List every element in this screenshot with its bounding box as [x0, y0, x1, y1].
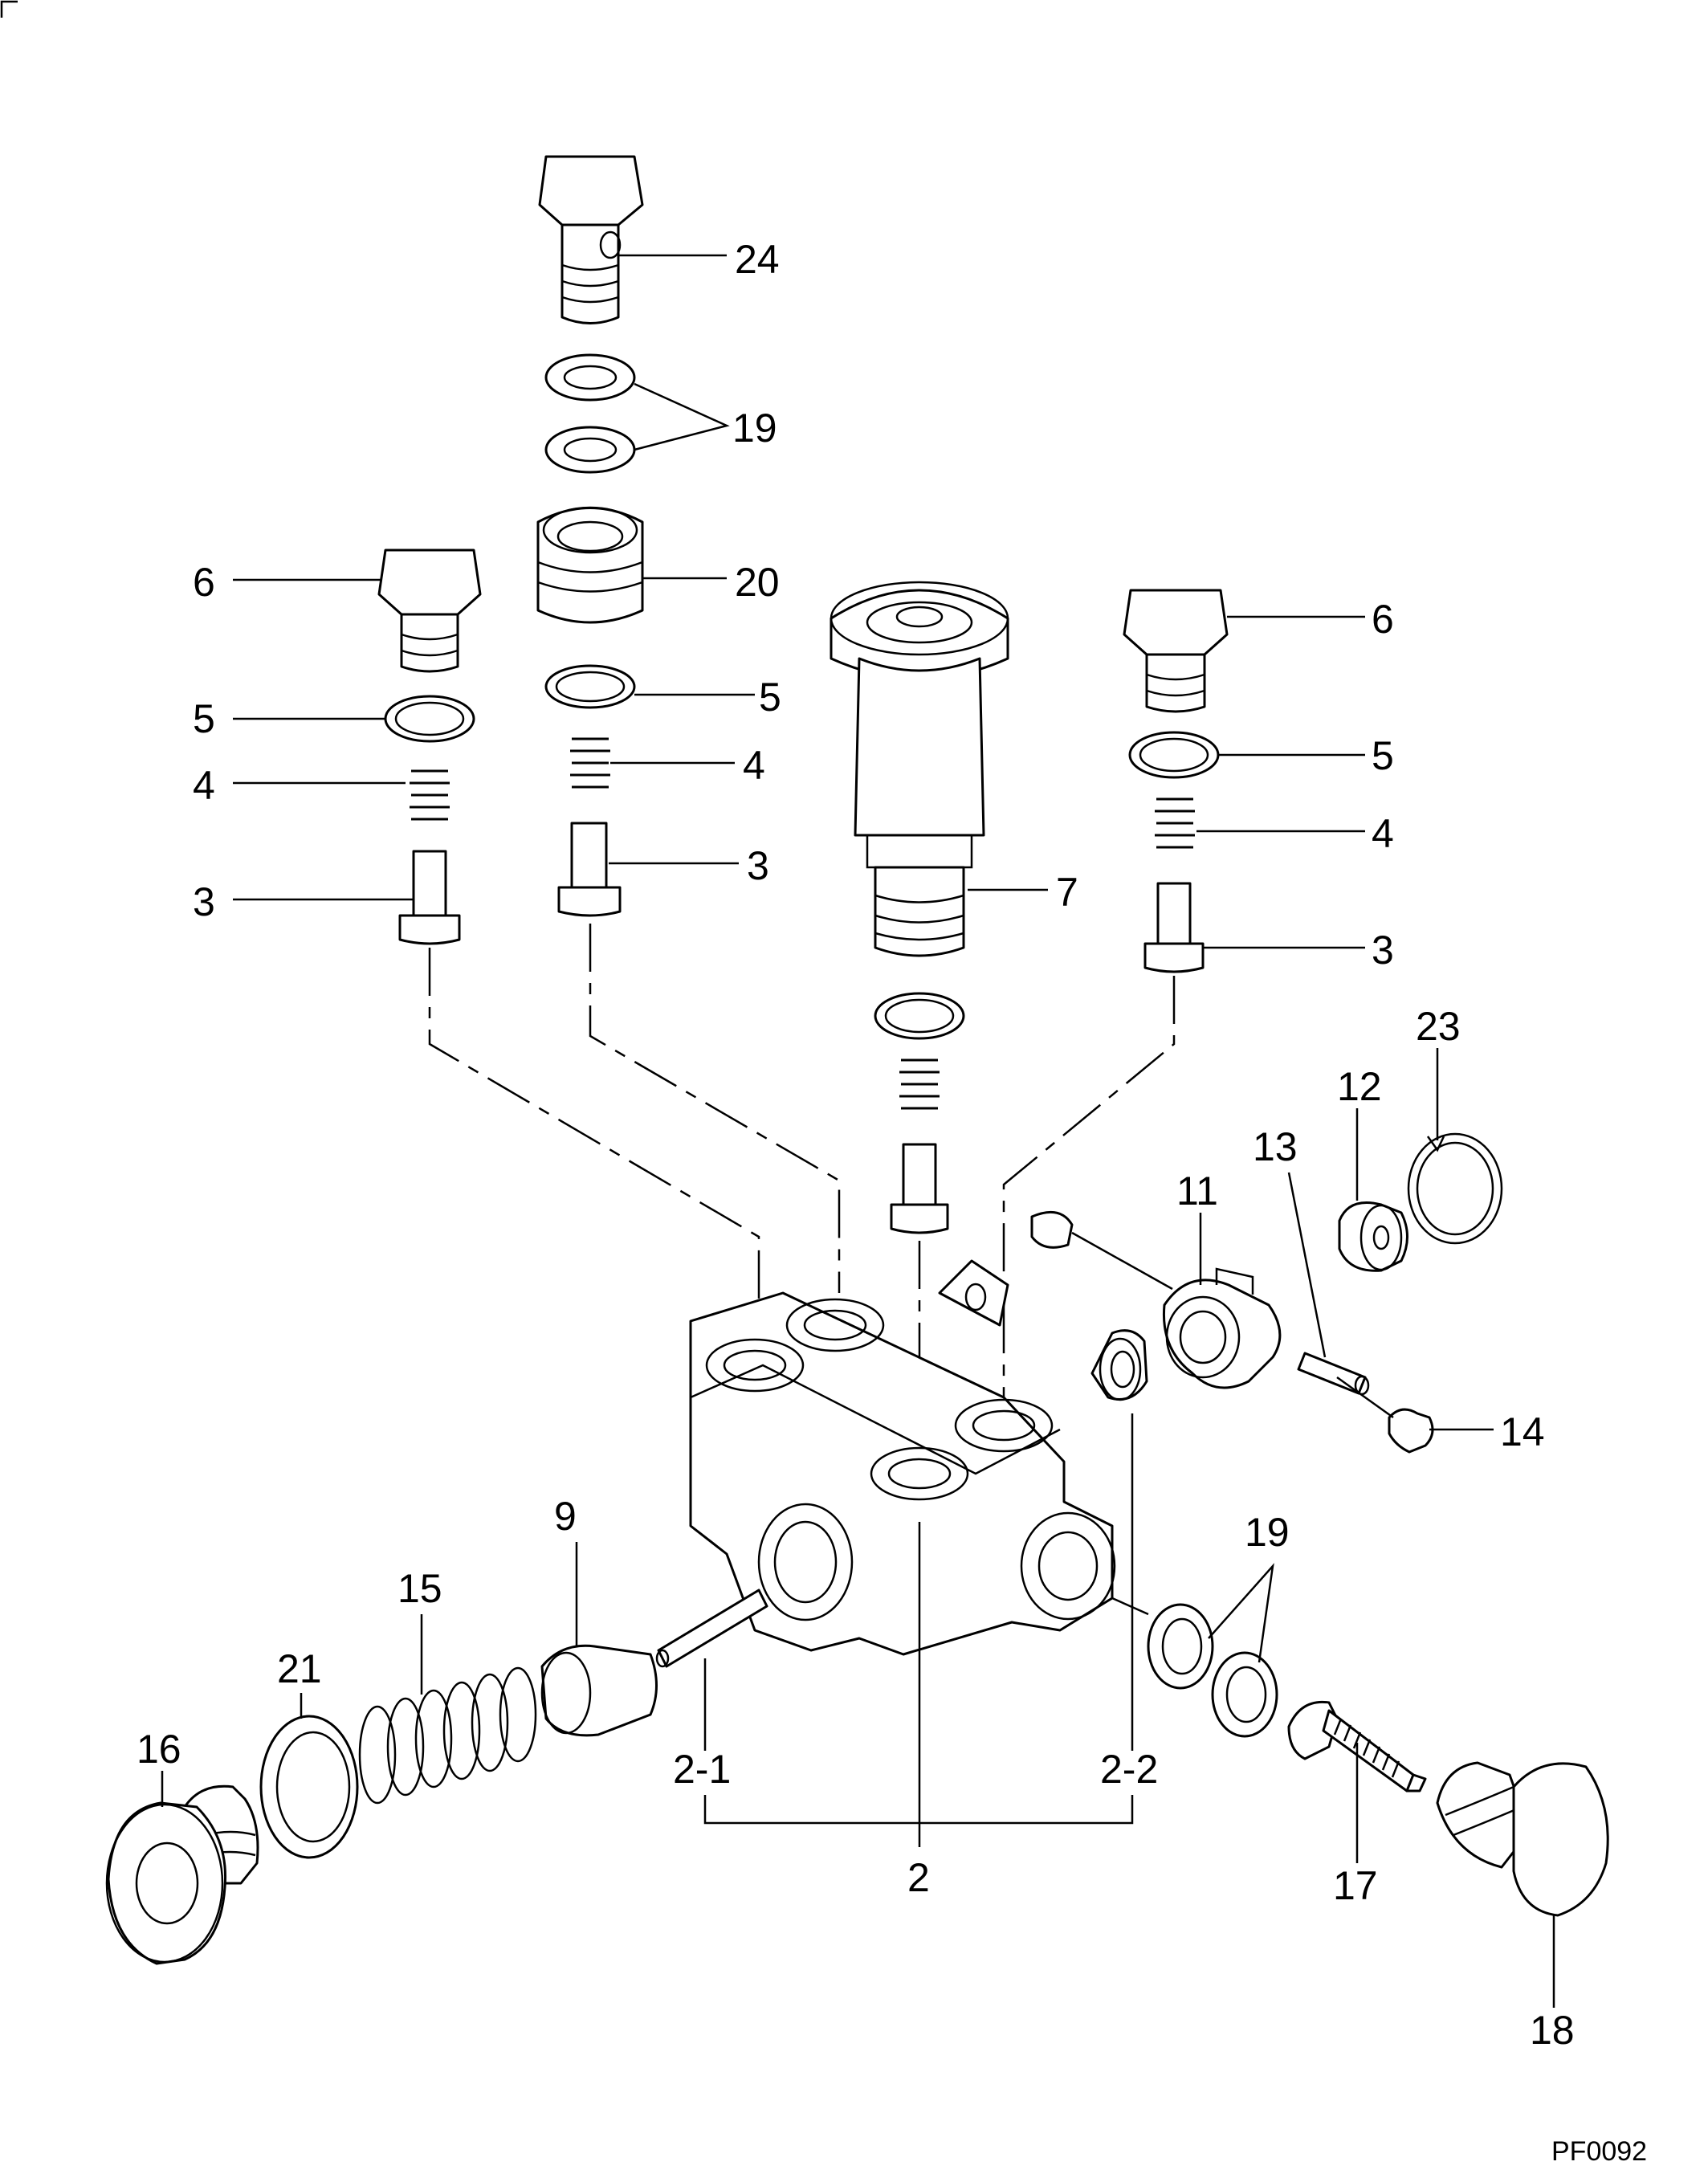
part-3-valve-right[interactable]: [1143, 882, 1205, 973]
assembly-line-mid: [589, 924, 841, 1293]
part-24-banjo-bolt[interactable]: [538, 155, 644, 324]
part-5-gasket-left-inner: [394, 701, 465, 736]
pump-spring: [899, 1058, 940, 1110]
part-4-spring-right[interactable]: [1155, 797, 1195, 849]
callout-2-1[interactable]: 2-1: [673, 1747, 731, 1792]
part-15-spring[interactable]: [358, 1666, 537, 1805]
part-13-pin[interactable]: [1297, 1352, 1370, 1396]
part-21-washer[interactable]: [259, 1715, 359, 1859]
part-2-pump-housing[interactable]: [689, 1259, 1116, 1656]
callout-20[interactable]: 20: [735, 560, 780, 605]
part-18-plug[interactable]: [1436, 1761, 1609, 1917]
callout-5-left[interactable]: 5: [193, 696, 215, 741]
part-7-priming-pump[interactable]: [830, 581, 1009, 957]
callout-9[interactable]: 9: [554, 1494, 577, 1539]
part-20-fitting[interactable]: [536, 506, 644, 624]
callout-16[interactable]: 16: [137, 1727, 181, 1772]
callout-11[interactable]: 11: [1176, 1168, 1218, 1213]
leader-19-top: [634, 382, 730, 451]
callout-7[interactable]: 7: [1056, 870, 1078, 915]
callout-21[interactable]: 21: [277, 1646, 322, 1691]
assembly-line-left: [428, 948, 760, 1349]
callout-3-right[interactable]: 3: [1372, 928, 1394, 973]
callout-12[interactable]: 12: [1337, 1064, 1382, 1109]
pump-valve: [890, 1143, 949, 1234]
part-2-1-pin[interactable]: [655, 1589, 768, 1668]
callout-4-left[interactable]: 4: [193, 763, 215, 808]
part-3-valve-mid[interactable]: [557, 822, 622, 917]
part-11-lever[interactable]: [1030, 1210, 1282, 1389]
part-23-snap-ring[interactable]: [1407, 1132, 1503, 1245]
callout-19-bottom[interactable]: 19: [1245, 1510, 1290, 1555]
callout-18[interactable]: 18: [1530, 2008, 1575, 2053]
part-4-spring-left[interactable]: [410, 769, 450, 821]
bracket-2: [703, 1795, 1134, 1825]
part-17-bolt[interactable]: [1287, 1700, 1427, 1793]
part-14-plug[interactable]: [1388, 1408, 1434, 1454]
part-5-gasket-right-inner: [1139, 737, 1209, 773]
part-12-roller[interactable]: [1338, 1201, 1408, 1272]
part-19-washers-top[interactable]: [544, 353, 636, 474]
callout-5-mid[interactable]: 5: [759, 675, 781, 720]
leader-14: [1336, 1376, 1494, 1431]
callout-19-top[interactable]: 19: [732, 406, 777, 451]
leader-13: [1287, 1172, 1327, 1358]
callout-13[interactable]: 13: [1253, 1124, 1298, 1169]
callout-6-right[interactable]: 6: [1372, 597, 1394, 642]
part-16-plug[interactable]: [105, 1784, 259, 1965]
callout-17[interactable]: 17: [1333, 1863, 1378, 1908]
part-2-2-seal[interactable]: [1090, 1329, 1148, 1401]
part-9-cap[interactable]: [540, 1644, 658, 1737]
part-19-washers-bottom[interactable]: [1147, 1603, 1278, 1738]
callout-2-2[interactable]: 2-2: [1100, 1747, 1158, 1792]
part-4-spring-mid[interactable]: [570, 737, 610, 789]
leader-19-bottom: [1208, 1563, 1274, 1663]
leader-housing-right-port: [1111, 1597, 1149, 1616]
part-6-plug-left[interactable]: [377, 549, 482, 673]
callout-5-right[interactable]: 5: [1372, 733, 1394, 778]
pump-gasket-inner: [884, 998, 955, 1034]
part-5-gasket-mid-inner: [555, 671, 626, 703]
callout-6-left[interactable]: 6: [193, 560, 215, 605]
assembly-line-right: [1002, 976, 1176, 1413]
part-6-plug-right[interactable]: [1123, 589, 1229, 713]
corner-mark: [0, 0, 18, 18]
callout-24[interactable]: 24: [735, 237, 780, 282]
callout-23[interactable]: 23: [1416, 1004, 1461, 1049]
part-3-valve-left[interactable]: [398, 850, 461, 945]
callout-14[interactable]: 14: [1500, 1409, 1545, 1454]
callout-2[interactable]: 2: [907, 1855, 930, 1900]
callout-15[interactable]: 15: [397, 1566, 442, 1611]
callout-4-mid[interactable]: 4: [743, 743, 765, 788]
callout-3-left[interactable]: 3: [193, 879, 215, 924]
drawing-code: PF0092: [1551, 2136, 1647, 2167]
callout-3-mid[interactable]: 3: [747, 843, 769, 888]
callout-4-right[interactable]: 4: [1372, 811, 1394, 856]
